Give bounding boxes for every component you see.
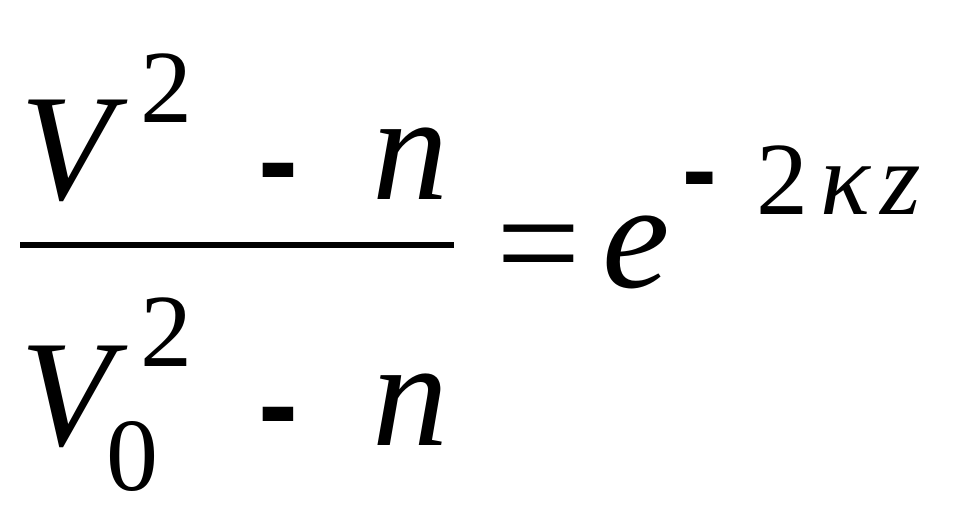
numerator-exponent: 2: [140, 30, 192, 145]
denominator-subscript: 0: [106, 398, 158, 513]
exponent-minus-sign: -: [682, 112, 717, 228]
denominator-var-v: V: [20, 310, 113, 478]
exponent-coefficient: 2: [756, 122, 808, 237]
exponent-symbol-z: z: [880, 122, 921, 237]
denominator-exponent: 2: [140, 274, 192, 389]
numerator-term-n: n: [372, 64, 448, 232]
equals-sign: =: [496, 160, 581, 326]
exponent-symbol-kappa: κ: [820, 122, 870, 237]
fraction-bar: [20, 242, 454, 248]
denominator-term-n: n: [372, 310, 448, 478]
exponential-base-e: e: [602, 152, 670, 320]
denominator-minus-sign: -: [258, 337, 298, 471]
numerator-var-v: V: [20, 64, 113, 232]
numerator-minus-sign: -: [258, 93, 298, 227]
